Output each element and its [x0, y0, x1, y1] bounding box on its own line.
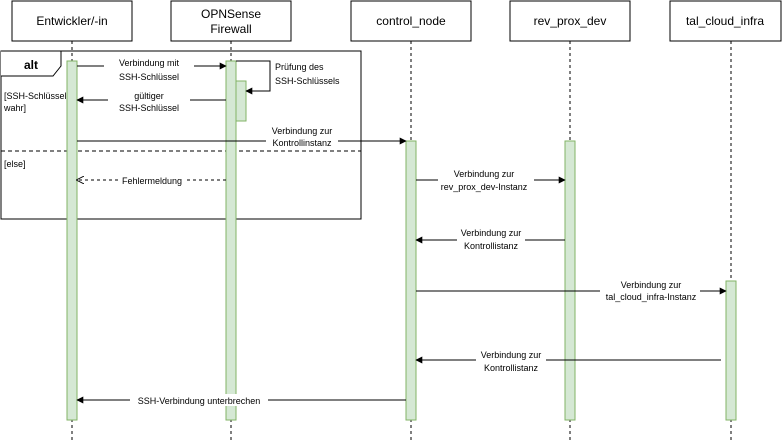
message-label-line-1: gültiger	[134, 91, 164, 101]
message-verbindung-zur-kontrollistanz-1: Verbindung zur Kontrollistanz	[415, 228, 565, 253]
message-label-line-2: SSH-Schlüssels	[275, 76, 340, 86]
participant-firewall-label-line-2: Firewall	[210, 22, 251, 36]
message-label-line-2: SSH-Schlüssel	[119, 72, 179, 82]
message-label-line-2: Kontrollistanz	[484, 363, 539, 373]
message-pruefung-des-ssh-schluessels: Prüfung des SSH-Schlüssels	[236, 60, 340, 95]
message-label-line-2: Kontrollinstanz	[272, 138, 332, 148]
message-label-line-1: Prüfung des	[275, 62, 324, 72]
alt-guard-1-line-1: [SSH-Schlüssel =	[4, 91, 74, 101]
participant-rev-prox-dev[interactable]: rev_prox_dev	[509, 0, 631, 42]
message-label-line-1: Verbindung mit	[119, 58, 180, 68]
message-label-line-1: Verbindung zur	[461, 228, 522, 238]
participant-control-node-label: control_node	[376, 14, 446, 28]
alt-guard-1-line-2: wahr]	[3, 103, 26, 113]
participant-entwickler-label: Entwickler/-in	[36, 14, 107, 28]
participant-control-node[interactable]: control_node	[350, 0, 472, 42]
message-label-line-1: Verbindung zur	[454, 169, 515, 179]
message-label-line-2: Kontrollistanz	[464, 241, 519, 251]
activation-firewall-nested	[235, 80, 247, 122]
message-label-line-1: Verbindung zur	[621, 280, 682, 290]
alt-fragment-tab	[1, 50, 62, 77]
message-label: Fehlermeldung	[122, 176, 182, 186]
activation-rev-prox-dev	[564, 140, 576, 421]
participant-firewall[interactable]: OPNSense Firewall	[170, 0, 292, 42]
activation-entwickler	[66, 60, 78, 421]
alt-guard-2: [else]	[4, 159, 26, 169]
message-fehlermeldung: Fehlermeldung	[77, 175, 226, 187]
activation-control-node	[405, 140, 417, 421]
participant-tal-cloud-infra-label: tal_cloud_infra	[686, 14, 764, 28]
alt-fragment: alt [SSH-Schlüssel = wahr] [else]	[0, 50, 362, 220]
message-verbindung-zur-kontrollistanz-2: Verbindung zur Kontrollistanz	[415, 349, 721, 373]
alt-fragment-frame	[0, 50, 362, 220]
participant-entwickler[interactable]: Entwickler/-in	[11, 0, 133, 42]
message-verbindung-zur-tal-cloud-infra-instanz: Verbindung zur tal_cloud_infra-Instanz	[416, 279, 727, 303]
message-ssh-verbindung-unterbrechen: SSH-Verbindung unterbrechen	[76, 394, 406, 406]
message-label-line-1: Verbindung zur	[272, 126, 333, 136]
message-verbindung-zur-rev-prox-dev-instanz: Verbindung zur rev_prox_dev-Instanz	[416, 168, 566, 192]
message-label-line-1: Verbindung zur	[481, 350, 542, 360]
participant-firewall-label-line-1: OPNSense	[201, 7, 261, 21]
participant-tal-cloud-infra[interactable]: tal_cloud_infra	[669, 0, 782, 42]
activation-firewall	[225, 60, 237, 421]
message-verbindung-zur-kontrollinstanz: Verbindung zur Kontrollinstanz	[77, 126, 407, 150]
activation-tal-cloud-infra	[725, 280, 737, 421]
alt-fragment-operator: alt	[24, 58, 38, 72]
participant-rev-prox-dev-label: rev_prox_dev	[534, 14, 607, 28]
message-label-line-2: SSH-Schlüssel	[119, 103, 179, 113]
message-label-line-2: tal_cloud_infra-Instanz	[606, 292, 697, 302]
message-verbindung-mit-ssh-schluessel: Verbindung mit SSH-Schlüssel	[77, 57, 227, 85]
message-label-line-2: rev_prox_dev-Instanz	[441, 182, 528, 192]
message-gueltiger-ssh-schluessel: gültiger SSH-Schlüssel	[76, 91, 226, 113]
message-label: SSH-Verbindung unterbrechen	[138, 396, 261, 406]
